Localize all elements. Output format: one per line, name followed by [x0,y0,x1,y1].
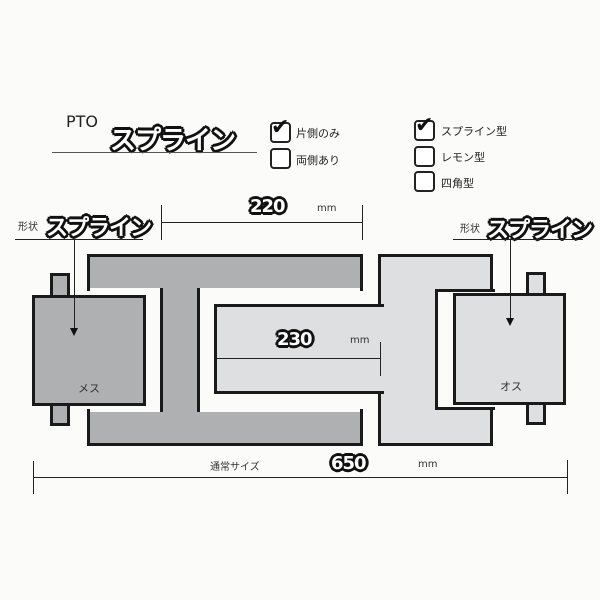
dim650-label: 通常サイズ [210,462,260,473]
dim220-value: 220 [250,196,286,217]
checkbox-square-type[interactable] [414,171,435,192]
outer-tube-bottom-bar [87,409,363,446]
right-arrow-icon-inner [506,318,514,326]
left-leader-line [74,239,75,329]
option-label: スプライン型 [441,125,507,138]
dim220-line [161,222,363,223]
option-label: 四角型 [441,177,474,190]
right-label-underline [453,239,583,240]
option-one-side[interactable]: ✔ 片側のみ [270,115,340,143]
dim650-unit: mm [418,459,438,470]
checkmark-icon: ✔ [415,113,434,138]
checkmark-icon: ✔ [271,115,290,140]
dim230-tick [380,342,381,376]
right-shape-prefix: 形状 [460,224,480,235]
male-label: オス [500,380,522,393]
checkbox-spline-type[interactable]: ✔ [414,113,435,141]
right-shape-name: スプライン [487,218,593,243]
male-yoke [453,293,566,405]
right-leader-line [510,239,511,319]
option-label: 両側あり [296,154,340,167]
left-shape-name: スプライン [46,216,152,241]
option-label: レモン型 [441,151,485,164]
option-spline-type[interactable]: ✔ スプライン型 [414,113,507,141]
left-leader-line-inner [74,295,75,328]
dim230-line [217,358,380,359]
female-yoke [32,295,146,406]
female-label: メス [78,382,100,395]
checkbox-one-side[interactable]: ✔ [270,115,291,143]
dim230-unit: mm [350,335,370,346]
inner-tube-join [376,307,382,391]
dim650-line [33,477,568,478]
checkbox-lemon-type[interactable] [414,146,435,167]
page-title: スプライン [110,126,236,156]
dim220-unit: mm [317,203,337,214]
right-leader-line-inner [510,293,511,318]
title-prefix: PTO [66,112,99,131]
inner-tube-bar [214,304,384,394]
outer-tube-top-bar [87,254,363,291]
left-arrow-icon-inner [70,328,78,336]
left-shape-prefix: 形状 [18,222,38,233]
outer-tube-stem-fill [163,286,197,414]
option-label: 片側のみ [296,127,340,140]
dim650-value: 650 [331,453,367,474]
left-label-underline [15,239,143,240]
option-both-sides[interactable]: 両側あり [270,148,340,169]
dim230-value: 230 [277,329,313,350]
option-lemon-type[interactable]: レモン型 [414,146,485,167]
title-underline [52,152,257,153]
checkbox-both-sides[interactable] [270,148,291,169]
option-square-type[interactable]: 四角型 [414,171,474,192]
